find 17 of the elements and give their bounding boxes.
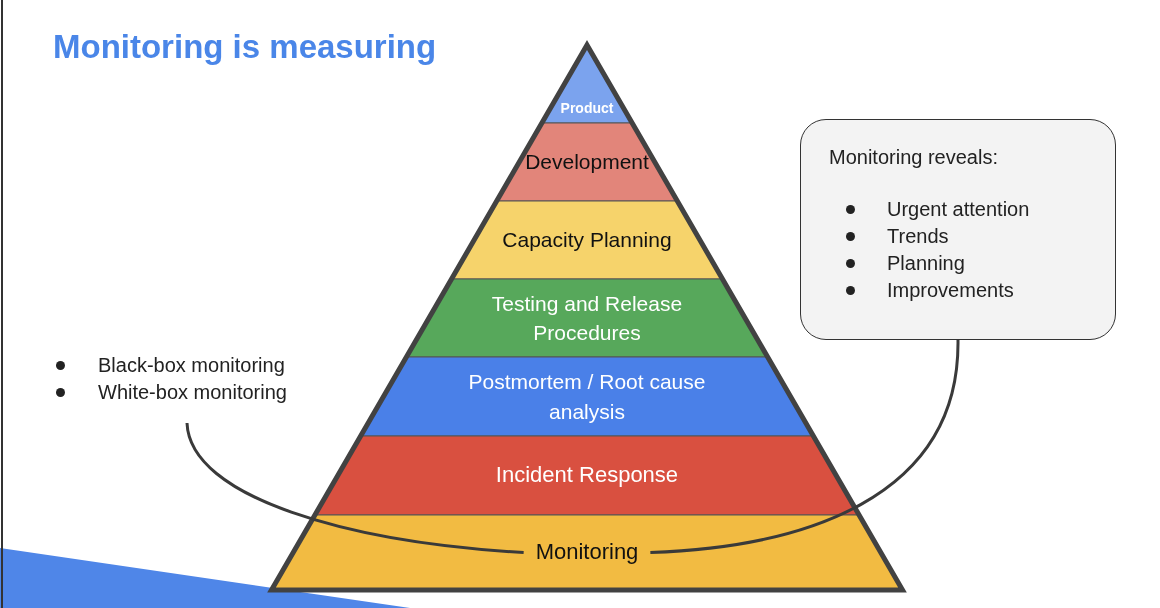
list-item: Urgent attention — [887, 198, 1030, 221]
tier-label: Monitoring — [535, 538, 639, 567]
list-item: Black-box monitoring — [98, 354, 285, 377]
tier-label: Incident Response — [495, 461, 679, 490]
tier-label: Postmortem / Root cause analysis — [467, 369, 707, 425]
slide-title: Monitoring is measuring — [53, 28, 437, 66]
list-item: Trends — [887, 225, 949, 248]
list-item: Planning — [887, 252, 965, 275]
list-item: Improvements — [887, 279, 1014, 302]
list-item: White-box monitoring — [98, 381, 287, 404]
connector-curve — [185, 422, 524, 554]
callout-card — [800, 119, 1116, 340]
tier-label: Product — [560, 99, 614, 119]
tier-label: Testing and Release Procedures — [490, 290, 684, 346]
tier-label: Development — [525, 149, 649, 176]
tier-label: Capacity Planning — [502, 227, 672, 254]
card-heading: Monitoring reveals: — [829, 146, 998, 169]
